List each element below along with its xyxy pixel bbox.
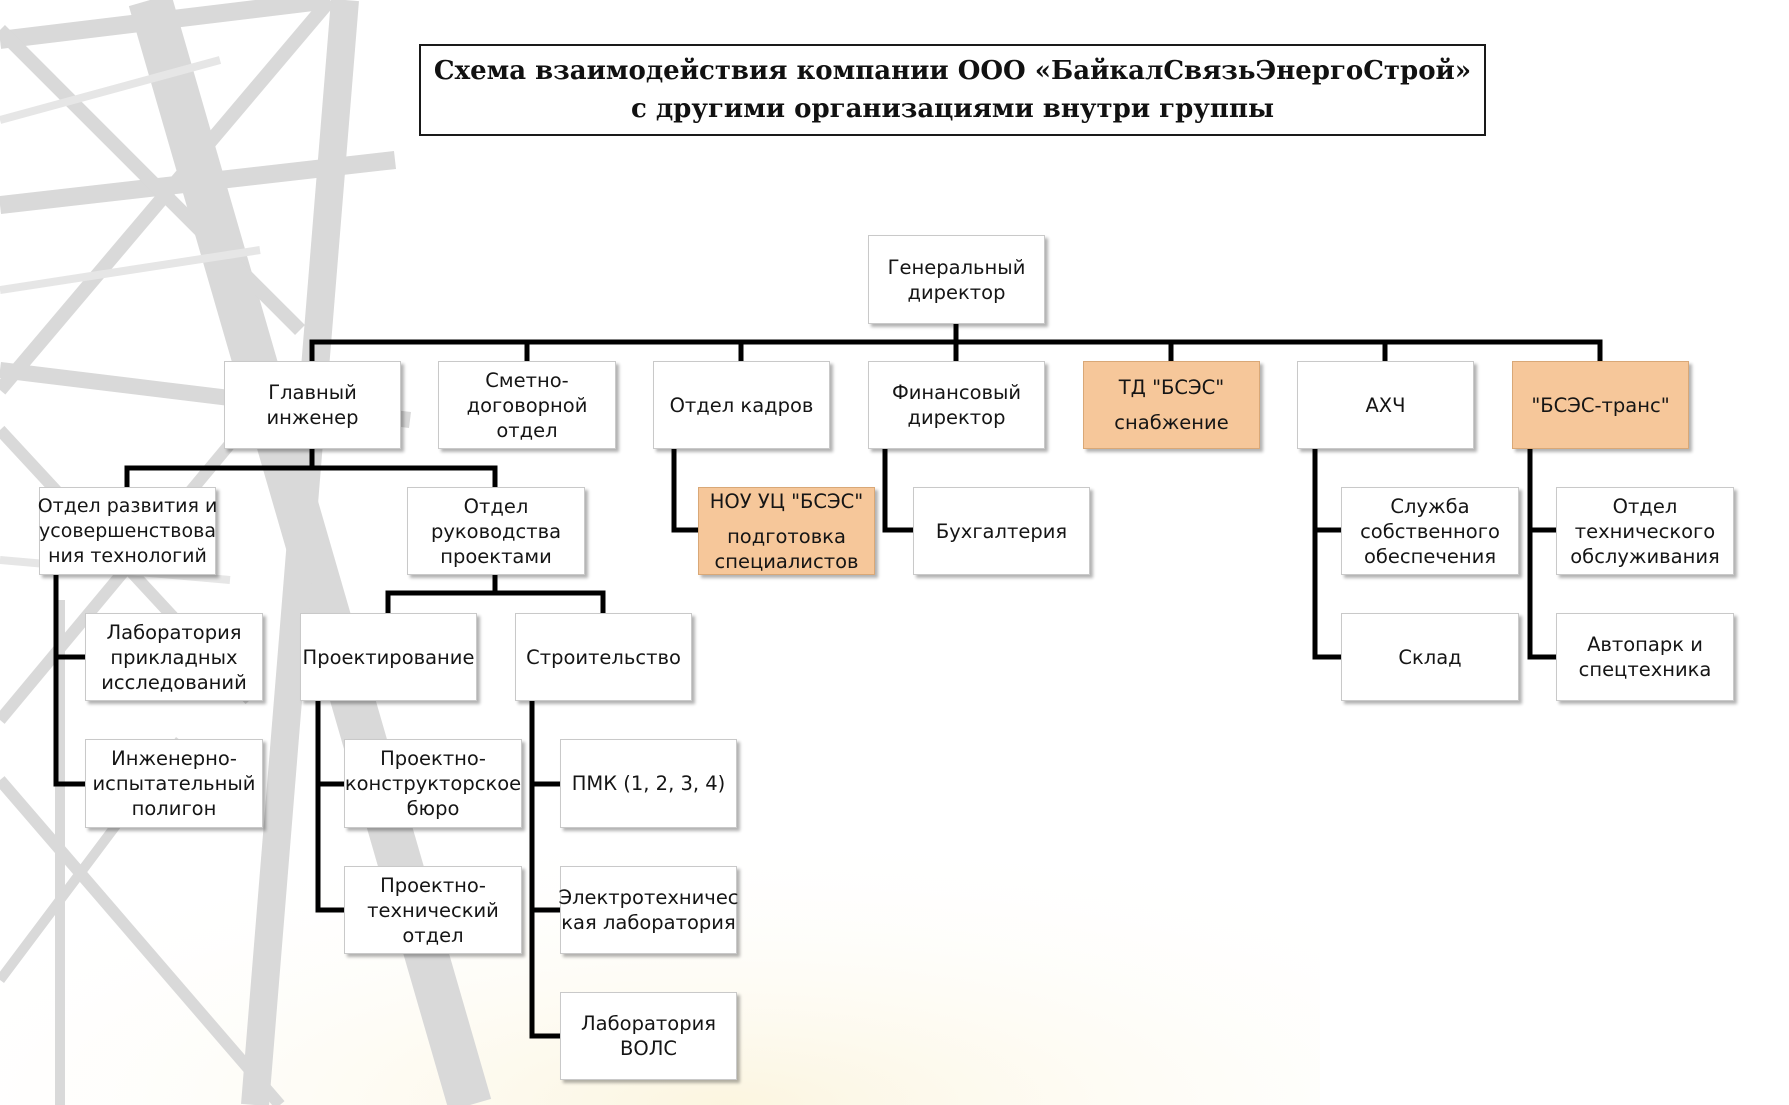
node-tech-department: Проектно- технический отдел [344, 866, 522, 954]
node-label: Бухгалтерия [935, 519, 1068, 543]
node-label: Служба [1390, 494, 1470, 518]
connector-financial-accounting [882, 446, 916, 533]
connector-chief-split [124, 446, 315, 490]
connector-construction-children [529, 698, 563, 1039]
node-label: Строительство [526, 645, 681, 669]
node-project-management: Отдел руководства проектами [407, 487, 585, 575]
node-label: Отдел кадров [669, 393, 814, 417]
node-label: усовершенствова [39, 519, 216, 542]
node-label: спецтехника [1578, 658, 1712, 681]
node-label: проектами [440, 544, 552, 568]
node-electrotech-lab: Электротехничес кая лаборатория [558, 866, 739, 954]
node-label: собственного [1360, 519, 1500, 543]
node-label: полигон [131, 797, 217, 820]
node-label: исследований [101, 670, 247, 694]
connector-project-mgmt-construction [492, 590, 606, 616]
node-label: Лаборатория [106, 620, 242, 644]
diagram-title: Схема взаимодействия компании ООО «Байка… [419, 44, 1486, 136]
node-label: обслуживания [1570, 544, 1720, 568]
connector-tech-dev-children [53, 572, 88, 787]
node-label: Проектно- [380, 873, 486, 897]
node-label: специалистов [714, 549, 859, 573]
node-label: ТД "БСЭС" [1118, 376, 1225, 399]
connector-design-children [315, 698, 347, 913]
node-tech-development: Отдел развития и усовершенствова ния тех… [37, 487, 218, 575]
node-label: технического [1574, 519, 1716, 543]
node-own-support: Служба собственного обеспечения [1341, 487, 1519, 575]
node-label: Главный [268, 381, 357, 404]
node-hr-department: Отдел кадров [653, 361, 830, 449]
node-label: бюро [406, 797, 460, 820]
node-label: ВОЛС [619, 1037, 677, 1060]
node-label: Склад [1398, 645, 1462, 669]
connector-ahch-children [1312, 446, 1344, 660]
node-warehouse: Склад [1341, 613, 1519, 701]
node-autopark: Автопарк и спецтехника [1556, 613, 1734, 701]
node-label: "БСЭС-транс" [1531, 393, 1670, 417]
title-line-2: с другими организациями внутри группы [630, 94, 1275, 124]
node-ahch: АХЧ [1297, 361, 1474, 449]
node-label: Отдел развития и [37, 494, 218, 517]
node-pmk: ПМК (1, 2, 3, 4) [560, 739, 737, 828]
node-label: Финансовый [891, 381, 1022, 404]
node-bses-trans: "БСЭС-транс" [1512, 361, 1689, 449]
node-design: Проектирование [300, 613, 477, 701]
node-label: Автопарк и [1587, 633, 1703, 656]
node-label: Отдел [1612, 494, 1678, 518]
connector-trans-children [1527, 446, 1559, 660]
node-label: Генеральный [887, 255, 1026, 279]
node-construction: Строительство [515, 613, 692, 701]
title-line-1: Схема взаимодействия компании ООО «Байка… [433, 56, 1472, 86]
connector-hr-nou [671, 446, 701, 533]
node-financial-director: Финансовый директор [868, 361, 1045, 449]
node-label: отдел [402, 923, 464, 947]
node-td-bses: ТД "БСЭС" снабжение [1083, 361, 1260, 449]
node-test-ground: Инженерно- испытательный полигон [85, 739, 263, 828]
node-fiber-lab: Лаборатория ВОЛС [560, 992, 737, 1080]
node-label: снабжение [1114, 411, 1229, 434]
node-label: директор [907, 280, 1006, 304]
node-label: прикладных [110, 645, 238, 669]
node-applied-lab: Лаборатория прикладных исследований [85, 613, 263, 701]
node-label: инженер [266, 406, 359, 429]
node-label: Электротехничес [558, 886, 739, 909]
node-label: кая лаборатория [561, 911, 736, 934]
node-label: подготовка [727, 524, 846, 548]
node-label: Инженерно- [111, 747, 237, 770]
node-nou-uc: НОУ УЦ "БСЭС" подготовка специалистов [698, 487, 875, 575]
node-label: директор [907, 406, 1006, 429]
node-label: конструкторское [344, 772, 522, 795]
node-label: НОУ УЦ "БСЭС" [709, 489, 864, 513]
node-estimate-department: Сметно- договорной отдел [438, 361, 616, 449]
node-label: договорной [466, 393, 588, 417]
node-design-bureau: Проектно- конструкторское бюро [344, 739, 522, 828]
connector-project-mgmt-split [385, 572, 498, 616]
node-label: руководства [430, 519, 562, 543]
node-chief-engineer: Главный инженер [224, 361, 401, 449]
node-label: отдел [496, 418, 558, 442]
node-label: обеспечения [1363, 544, 1497, 568]
node-label: технический [367, 898, 499, 922]
node-label: ПМК (1, 2, 3, 4) [571, 772, 726, 795]
node-general-director: Генеральный директор [868, 235, 1045, 324]
node-label: ния технологий [48, 544, 207, 567]
node-tech-service: Отдел технического обслуживания [1556, 487, 1734, 575]
node-accounting: Бухгалтерия [913, 487, 1090, 575]
node-label: Лаборатория [581, 1012, 716, 1035]
node-label: АХЧ [1365, 393, 1406, 417]
node-label: Проектирование [302, 645, 475, 669]
connector-chief-project-mgmt [309, 465, 498, 490]
node-label: испытательный [92, 772, 256, 795]
node-label: Отдел [463, 494, 529, 518]
node-label: Сметно- [485, 368, 569, 392]
node-label: Проектно- [380, 747, 486, 770]
